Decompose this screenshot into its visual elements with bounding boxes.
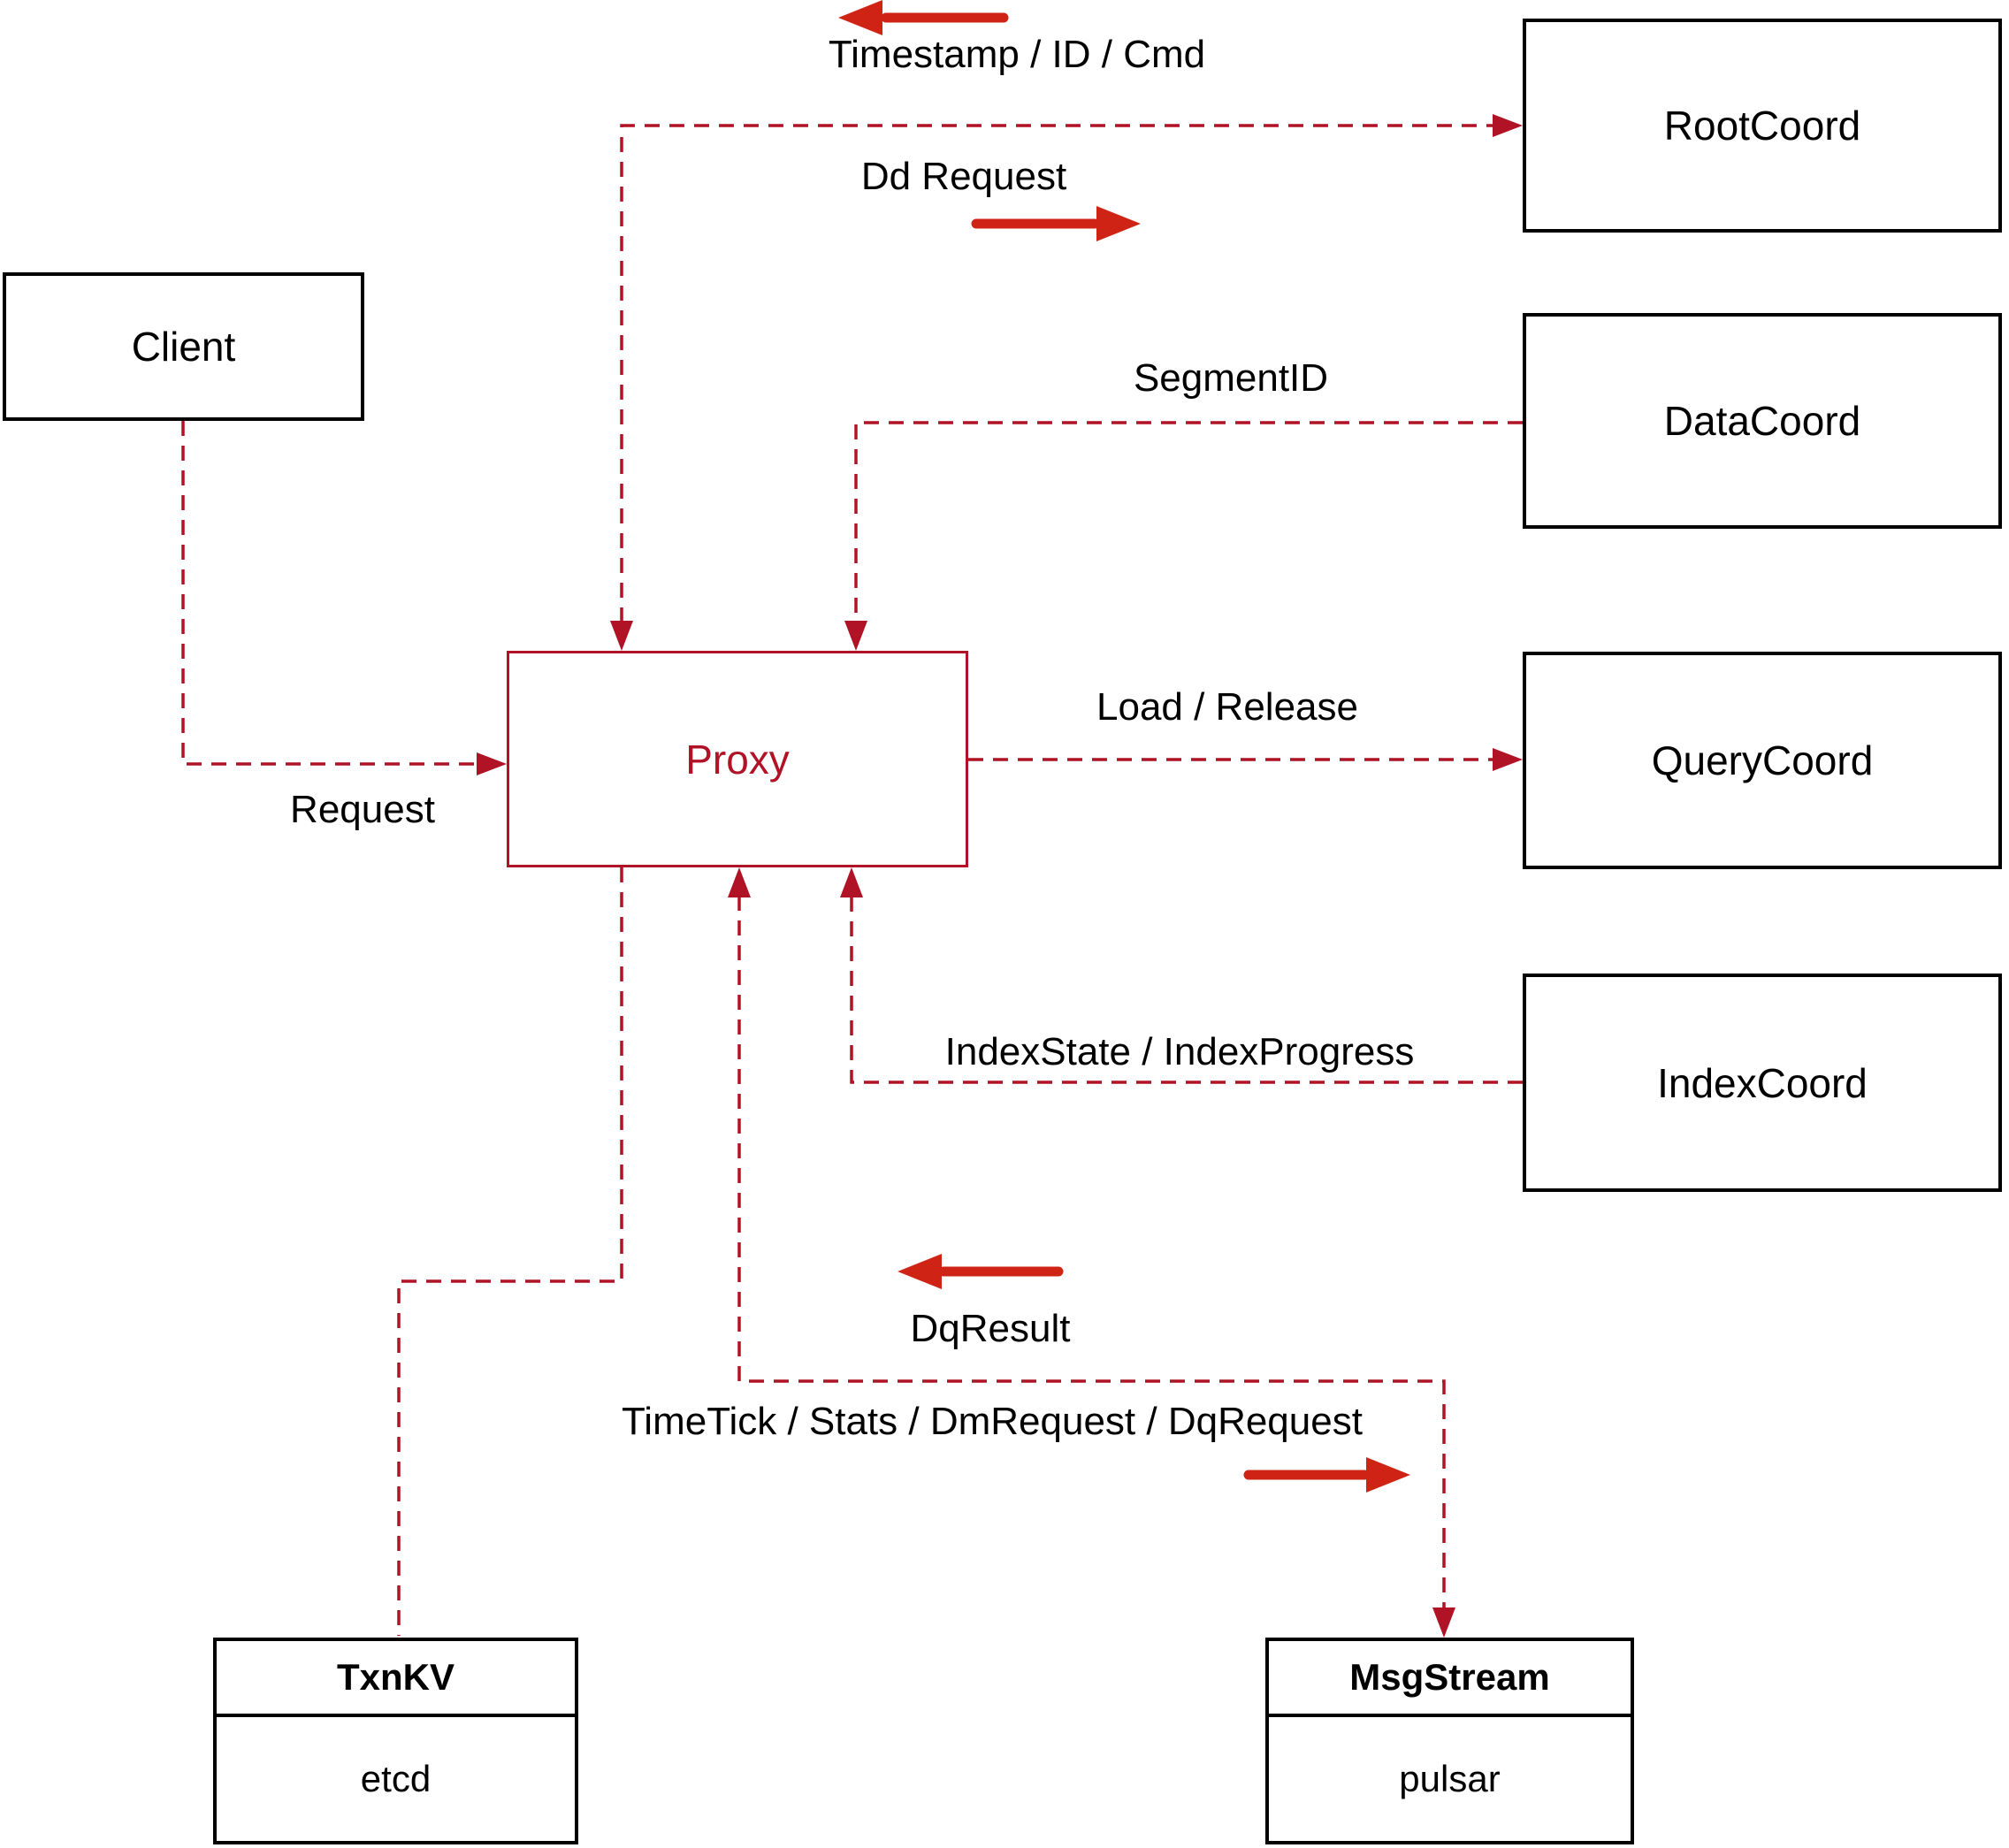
datacoord-node: DataCoord [1523,313,2002,529]
arrowhead-right-icon [477,752,507,775]
msgstream-node: MsgStream pulsar [1265,1638,1634,1844]
edge-label-indexstate-indexprogress: IndexState / IndexProgress [944,1030,1415,1073]
arrowhead-down-icon [1432,1607,1455,1638]
timestamp-direction-left-arrow-icon [838,0,1009,35]
dd-request-direction-right-arrow-icon [971,206,1141,241]
indexcoord-label: IndexCoord [1657,1059,1868,1106]
arrowhead-right-icon [1493,114,1523,137]
txnkv-node: TxnKV etcd [213,1638,578,1844]
proxy-node: Proxy [507,651,968,867]
edge-label-segmentid: SegmentID [1133,356,1329,400]
proxy-querycoord-connector [968,748,1523,771]
edge-label-dd-request: Dd Request [860,155,1067,198]
client-proxy-connector [181,421,507,775]
txnkv-impl-label: etcd [360,1758,432,1799]
datacoord-label: DataCoord [1663,398,1861,444]
arrowhead-right-icon [1493,748,1523,771]
querycoord-label: QueryCoord [1651,737,1874,783]
edge-label-dqresult: DqResult [910,1307,1071,1350]
proxy-txnkv-connector [397,867,623,1636]
client-label: Client [131,324,236,370]
arrowhead-down-icon [610,621,633,651]
edge-label-timestamp-id-cmd: Timestamp / ID / Cmd [828,33,1206,76]
proxy-rootcoord-connector [610,114,1523,651]
arrowhead-down-icon [844,621,867,651]
indexcoord-proxy-connector [840,867,1523,1084]
proxy-label: Proxy [685,736,790,783]
msgstream-title: MsgStream [1269,1641,1631,1717]
arrowhead-up-icon [840,867,863,897]
arrowhead-up-icon [728,867,751,897]
msgstream-impl-label: pulsar [1399,1758,1501,1799]
client-node: Client [3,272,364,421]
proxy-msgstream-connector [728,867,1455,1638]
edge-label-load-release: Load / Release [1096,685,1358,729]
rootcoord-node: RootCoord [1523,19,2002,233]
edge-label-request: Request [290,788,435,831]
querycoord-node: QueryCoord [1523,652,2002,869]
indexcoord-node: IndexCoord [1523,974,2002,1192]
rootcoord-label: RootCoord [1663,103,1861,149]
txnkv-title: TxnKV [217,1641,575,1717]
timetick-direction-right-arrow-icon [1243,1457,1410,1493]
dq-result-direction-left-arrow-icon [898,1254,1064,1289]
edge-label-timetick-stats-dmrequest-dqrequest: TimeTick / Stats / DmRequest / DqRequest [622,1400,1363,1443]
datacoord-proxy-connector [844,421,1523,651]
